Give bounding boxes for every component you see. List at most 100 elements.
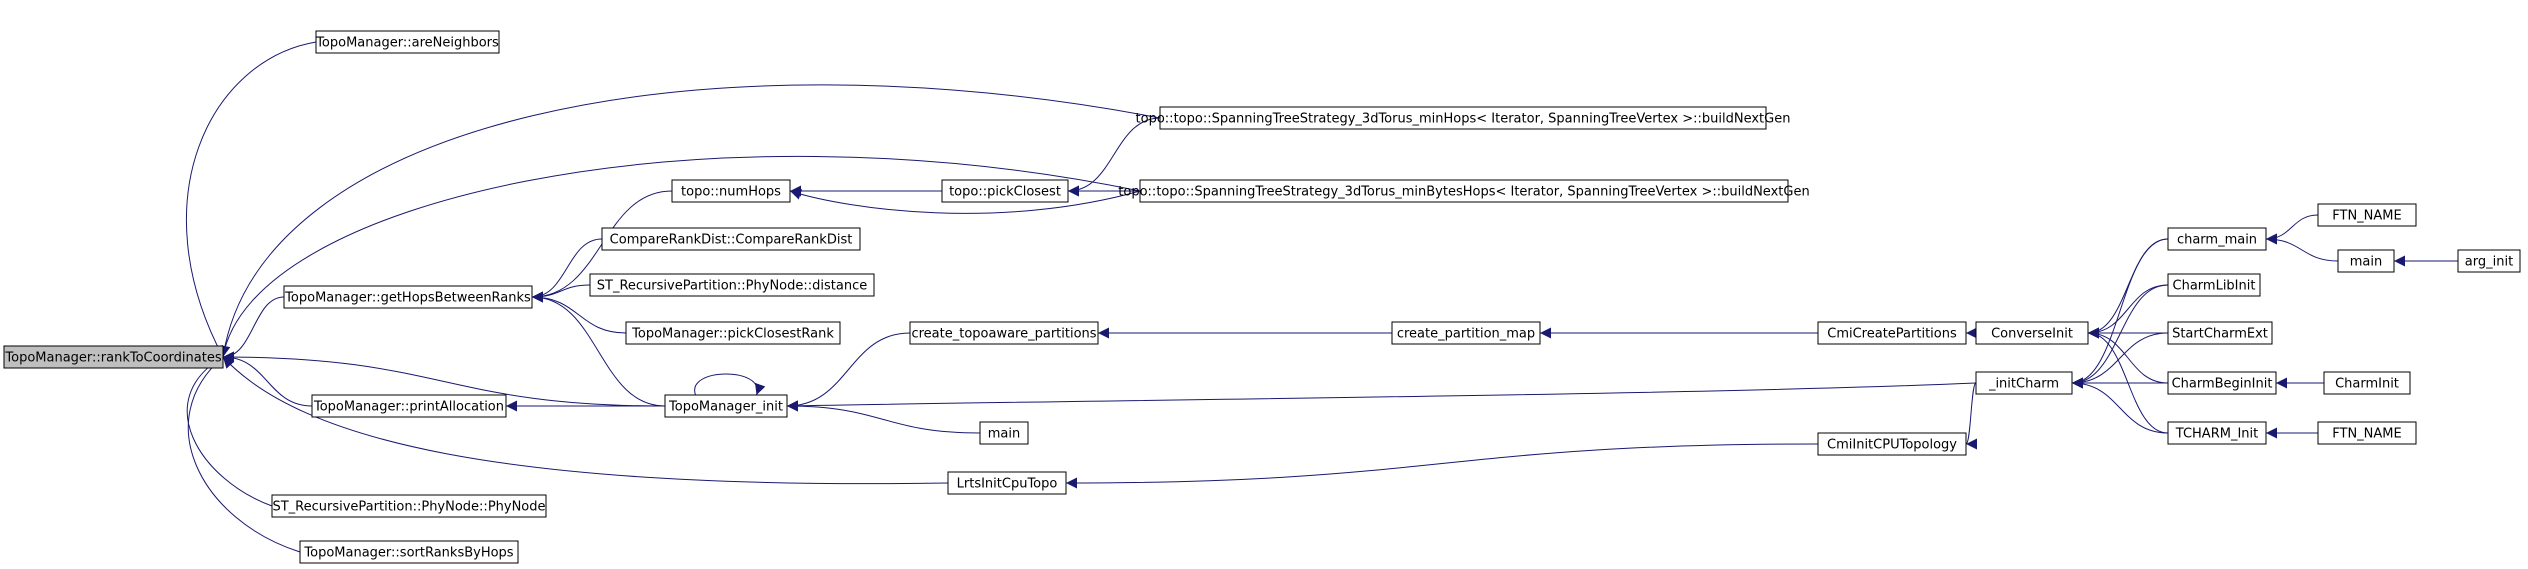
graph-node-initCharm[interactable]: _initCharm bbox=[1975, 371, 2073, 395]
node-box bbox=[283, 285, 533, 309]
graph-node-pickClosest[interactable]: topo::pickClosest bbox=[941, 179, 1069, 203]
node-label: CharmBeginInit bbox=[2172, 377, 2273, 392]
graph-node-phyNode[interactable]: ST_RecursivePartition::PhyNode::PhyNode bbox=[271, 494, 547, 518]
node-label: topo::topo::SpanningTreeStrategy_3dTorus… bbox=[1118, 185, 1809, 200]
call-edge-buildMinBytes-to-root bbox=[219, 155, 1141, 358]
node-layer: TopoManager::rankToCoordinatesTopoManage… bbox=[3, 30, 2521, 564]
node-box bbox=[947, 471, 1067, 495]
call-edge-createTopoaware-to-topoInit bbox=[786, 332, 911, 412]
graph-node-areNeighbors[interactable]: TopoManager::areNeighbors bbox=[315, 30, 500, 54]
node-label: ST_RecursivePartition::PhyNode::PhyNode bbox=[272, 500, 545, 515]
node-label: _initCharm bbox=[1988, 377, 2059, 392]
graph-node-ftnName2[interactable]: FTN_NAME bbox=[2317, 421, 2417, 445]
graph-node-buildMinHops[interactable]: topo::topo::SpanningTreeStrategy_3dTorus… bbox=[1136, 106, 1791, 130]
call-edge-initCharm-to-cmiInitCPU bbox=[1965, 382, 1978, 450]
call-edge-pickClosestRank-to-getHops bbox=[531, 291, 627, 334]
call-edge-cmiInitCPU-to-lrtsInit bbox=[1065, 443, 1819, 489]
call-edge-phyNode-to-root bbox=[186, 356, 273, 507]
graph-node-charmMain[interactable]: charm_main bbox=[2167, 227, 2267, 251]
graph-node-argInit[interactable]: arg_init bbox=[2457, 249, 2521, 273]
graph-node-charmLibInit[interactable]: CharmLibInit bbox=[2167, 273, 2261, 297]
graph-node-cmiCreate[interactable]: CmiCreatePartitions bbox=[1817, 321, 1967, 345]
node-box bbox=[2167, 421, 2267, 445]
node-label: charm_main bbox=[2177, 233, 2257, 248]
call-edge-sortRanks-to-root bbox=[187, 356, 301, 553]
node-box bbox=[315, 30, 500, 54]
node-label: CmiCreatePartitions bbox=[1827, 327, 1957, 342]
call-edge-buildMinHops-to-root bbox=[219, 84, 1161, 358]
node-box bbox=[2167, 273, 2261, 297]
call-edge-getHops-to-root bbox=[222, 296, 285, 363]
node-label: CharmLibInit bbox=[2173, 279, 2256, 294]
node-box bbox=[271, 494, 547, 518]
node-label: topo::pickClosest bbox=[949, 185, 1061, 200]
node-label: create_partition_map bbox=[1397, 327, 1535, 342]
graph-node-distance[interactable]: ST_RecursivePartition::PhyNode::distance bbox=[589, 273, 875, 297]
node-box bbox=[1817, 321, 1967, 345]
graph-node-ftnName1[interactable]: FTN_NAME bbox=[2317, 203, 2417, 227]
graph-node-mainA[interactable]: main bbox=[979, 421, 1029, 445]
node-label: CmiInitCPUTopology bbox=[1827, 438, 1957, 453]
graph-node-createTopoaware[interactable]: create_topoaware_partitions bbox=[909, 321, 1099, 345]
graph-node-printAlloc[interactable]: TopoManager::printAllocation bbox=[311, 394, 507, 418]
node-box bbox=[2457, 249, 2521, 273]
graph-node-buildMinBytes[interactable]: topo::topo::SpanningTreeStrategy_3dTorus… bbox=[1118, 179, 1810, 203]
node-label: arg_init bbox=[2465, 255, 2513, 270]
graph-node-topoInit[interactable]: TopoManager_init bbox=[664, 394, 788, 418]
graph-node-tcharmInit[interactable]: TCHARM_Init bbox=[2167, 421, 2267, 445]
node-label: ConverseInit bbox=[1991, 327, 2073, 342]
node-box bbox=[2167, 321, 2273, 345]
graph-node-charmBeginInit[interactable]: CharmBeginInit bbox=[2167, 371, 2277, 395]
node-label: CharmInit bbox=[2335, 377, 2399, 392]
node-box bbox=[1139, 179, 1789, 203]
graph-node-root[interactable]: TopoManager::rankToCoordinates bbox=[3, 345, 224, 369]
node-label: TopoManager::rankToCoordinates bbox=[4, 351, 221, 366]
node-label: main bbox=[2350, 255, 2382, 270]
node-label: TopoManager::pickClosestRank bbox=[631, 327, 834, 342]
node-box bbox=[2167, 227, 2267, 251]
call-edge-charmBeginInit-to-converseInit bbox=[2087, 327, 2169, 384]
graph-node-mainB[interactable]: main bbox=[2337, 249, 2395, 273]
call-edge-areNeighbors-to-root bbox=[185, 41, 317, 358]
graph-node-compareRank[interactable]: CompareRankDist::CompareRankDist bbox=[601, 227, 861, 251]
node-label: TopoManager::getHopsBetweenRanks bbox=[284, 291, 531, 306]
node-box bbox=[1817, 432, 1967, 456]
node-label: CompareRankDist::CompareRankDist bbox=[610, 233, 853, 248]
call-edge-buildMinHops-to-pickClosest bbox=[1067, 117, 1161, 197]
node-box bbox=[1159, 106, 1767, 130]
node-box bbox=[2323, 371, 2411, 395]
graph-node-lrtsInit[interactable]: LrtsInitCpuTopo bbox=[947, 471, 1067, 495]
call-edge-buildMinBytes-to-numHops bbox=[789, 189, 1141, 214]
node-box bbox=[2317, 421, 2417, 445]
node-label: FTN_NAME bbox=[2332, 427, 2401, 442]
node-box bbox=[589, 273, 875, 297]
call-edge-charmLibInit-to-initCharm bbox=[2071, 284, 2169, 389]
call-edge-topoInit-to-root bbox=[222, 351, 666, 407]
call-edge-lrtsInit-to-root bbox=[222, 356, 949, 485]
call-edge-topoInit-to-getHops bbox=[531, 291, 666, 407]
graph-node-cmiInitCPU[interactable]: CmiInitCPUTopology bbox=[1817, 432, 1967, 456]
node-box bbox=[1391, 321, 1541, 345]
call-edge-charmLibInit-to-converseInit bbox=[2087, 284, 2169, 339]
node-box bbox=[909, 321, 1099, 345]
node-box bbox=[2337, 249, 2395, 273]
graph-node-numHops[interactable]: topo::numHops bbox=[671, 179, 791, 203]
graph-node-pickClosestRank[interactable]: TopoManager::pickClosestRank bbox=[625, 321, 841, 345]
graph-node-startCharmExt[interactable]: StartCharmExt bbox=[2167, 321, 2273, 345]
node-label: LrtsInitCpuTopo bbox=[957, 477, 1058, 492]
graph-node-sortRanks[interactable]: TopoManager::sortRanksByHops bbox=[299, 540, 519, 564]
node-label: TopoManager_init bbox=[668, 400, 783, 415]
graph-node-createMap[interactable]: create_partition_map bbox=[1391, 321, 1541, 345]
graph-node-converseInit[interactable]: ConverseInit bbox=[1975, 321, 2089, 345]
call-edge-initCharm-to-topoInit bbox=[786, 382, 1977, 412]
node-box bbox=[3, 345, 224, 369]
node-label: StartCharmExt bbox=[2172, 327, 2268, 342]
node-box bbox=[601, 227, 861, 251]
node-label: topo::numHops bbox=[681, 185, 781, 200]
graph-node-getHops[interactable]: TopoManager::getHopsBetweenRanks bbox=[283, 285, 533, 309]
node-label: TCHARM_Init bbox=[2175, 427, 2258, 442]
node-box bbox=[979, 421, 1029, 445]
graph-node-charmInit[interactable]: CharmInit bbox=[2323, 371, 2411, 395]
node-box bbox=[2167, 371, 2277, 395]
